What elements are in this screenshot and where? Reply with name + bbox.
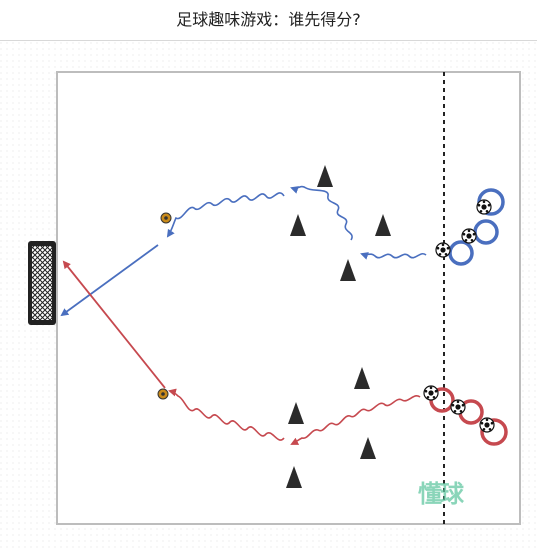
blue-dribble-path-2 [290, 185, 353, 241]
football-icon [423, 385, 439, 401]
football-icon [479, 417, 495, 433]
cone-icon [290, 214, 306, 236]
blue-dribble-path-3 [166, 192, 285, 238]
cone-icon [340, 259, 356, 281]
marker-icon [160, 212, 172, 224]
blue-shot-arrow [60, 244, 159, 317]
watermark-logo: 懂球 [418, 480, 464, 508]
playing-field [56, 71, 521, 525]
football-icon [450, 399, 466, 415]
cone-icon [286, 466, 302, 488]
cone-icon [354, 367, 370, 389]
football-icon [476, 199, 492, 215]
football-icon [461, 228, 477, 244]
cone-group [286, 165, 391, 488]
cone-icon [360, 437, 376, 459]
player-ring-icon [448, 240, 474, 266]
player-ring-icon [480, 418, 508, 446]
goal-icon [28, 241, 56, 325]
blue-dribble-path-1 [360, 252, 427, 260]
title-divider [0, 40, 537, 41]
football-group [423, 199, 495, 433]
cone-icon [375, 214, 391, 236]
red-dribble-path-1 [290, 395, 421, 445]
diagram-title: 足球趣味游戏：谁先得分? [176, 10, 361, 29]
field-diagram [0, 41, 537, 550]
red-dribble-path-2 [168, 388, 285, 441]
cone-icon [288, 402, 304, 424]
football-icon [435, 242, 451, 258]
marker-icon [157, 388, 169, 400]
red-shot-arrow [62, 260, 166, 389]
cone-icon [317, 165, 333, 187]
